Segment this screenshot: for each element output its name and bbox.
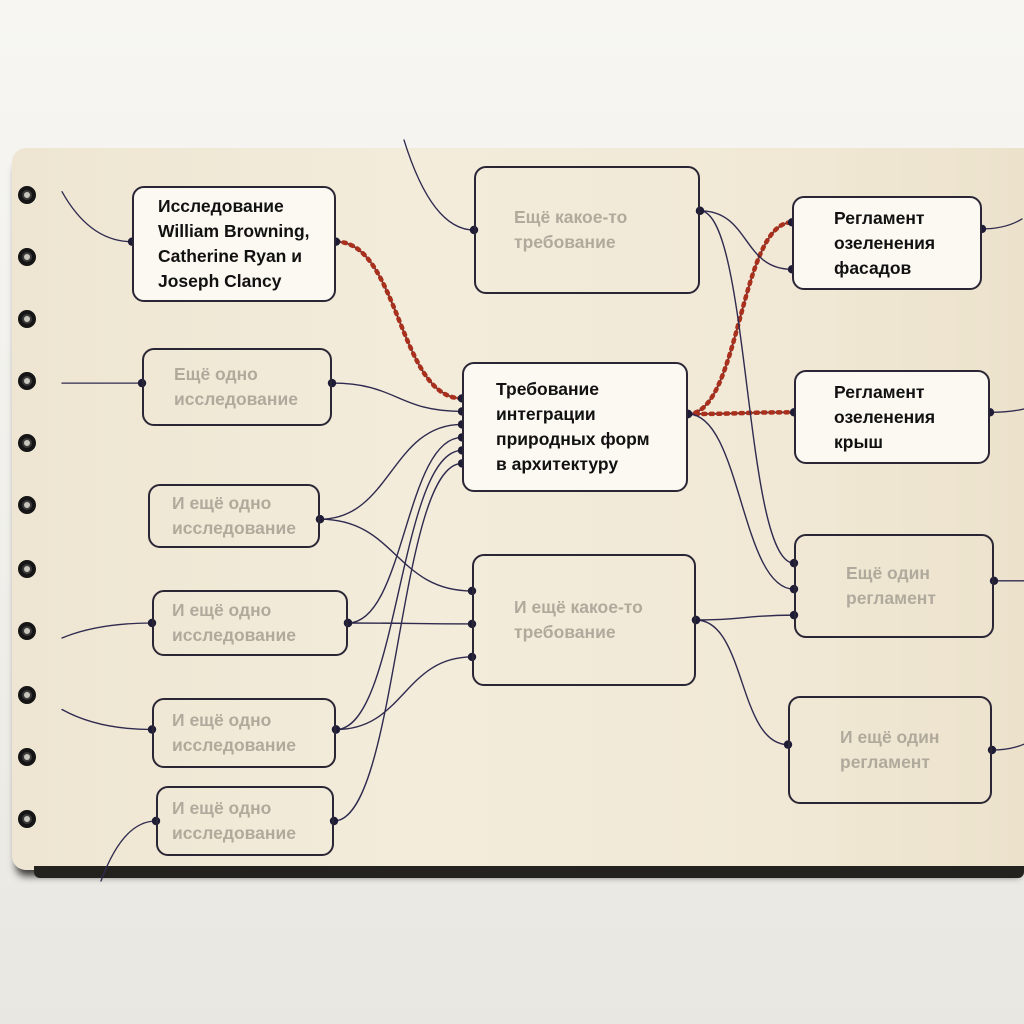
thread-edge bbox=[695, 614, 795, 621]
node-label: И ещё одно исследование bbox=[172, 600, 296, 645]
connector-dot bbox=[987, 745, 997, 755]
node-label: Требование интеграции природных форм в а… bbox=[496, 379, 650, 474]
node-requirement-other[interactable]: Ещё какое-то требование bbox=[474, 166, 700, 294]
thread-edge bbox=[100, 820, 157, 882]
connector-dot bbox=[989, 576, 999, 585]
node-label: И ещё одно исследование bbox=[172, 798, 296, 843]
connector-dot bbox=[331, 725, 341, 734]
node-label: И ещё одно исследование bbox=[172, 493, 296, 538]
node-regulation-other[interactable]: Ещё один регламент bbox=[794, 534, 994, 638]
node-label: И ещё какое-то требование bbox=[514, 597, 643, 642]
node-label: Регламент озеленения крыш bbox=[834, 381, 936, 452]
node-regulation-roofs[interactable]: Регламент озеленения крыш bbox=[794, 370, 990, 464]
connector-dot bbox=[467, 586, 477, 596]
connector-dot bbox=[343, 618, 353, 628]
thread-edge bbox=[989, 408, 1024, 413]
binding-ring bbox=[18, 686, 36, 704]
binding-ring bbox=[18, 810, 36, 828]
thread-edge bbox=[61, 708, 153, 731]
binding-ring bbox=[18, 372, 36, 390]
binding-ring bbox=[18, 748, 36, 766]
node-research-5[interactable]: И ещё одно исследование bbox=[152, 698, 336, 768]
thread-edge bbox=[991, 743, 1024, 751]
node-requirement-another[interactable]: И ещё какое-то требование bbox=[472, 554, 696, 686]
node-label: Регламент озеленения фасадов bbox=[834, 207, 936, 278]
thread-edge bbox=[319, 423, 463, 520]
highlighted-red-thread bbox=[685, 220, 795, 417]
connector-dot bbox=[327, 378, 337, 388]
thread-edge bbox=[61, 622, 153, 639]
binding-ring bbox=[18, 496, 36, 514]
connector-dot bbox=[467, 652, 477, 662]
thread-edge bbox=[333, 462, 463, 822]
thread-edge bbox=[61, 191, 133, 243]
node-regulation-another[interactable]: И ещё один регламент bbox=[788, 696, 992, 804]
thread-edge bbox=[347, 622, 473, 625]
connector-dot bbox=[467, 619, 477, 629]
highlighted-red-thread bbox=[685, 410, 797, 417]
binding-ring bbox=[18, 186, 36, 204]
thread-edge bbox=[695, 619, 789, 746]
binding-ring bbox=[18, 248, 36, 266]
node-requirement-natural-forms[interactable]: Требование интеграции природных форм в а… bbox=[462, 362, 688, 492]
thread-edge bbox=[403, 139, 475, 231]
binding-ring bbox=[18, 310, 36, 328]
connector-dot bbox=[695, 206, 705, 215]
node-regulation-facades[interactable]: Регламент озеленения фасадов bbox=[792, 196, 982, 290]
node-research-browning[interactable]: Исследование William Browning, Catherine… bbox=[132, 186, 336, 302]
node-research-2[interactable]: Ещё одно исследование bbox=[142, 348, 332, 426]
thread-edge bbox=[335, 449, 463, 731]
notebook-cover-edge bbox=[34, 866, 1024, 878]
node-research-3[interactable]: И ещё одно исследование bbox=[148, 484, 320, 548]
connector-dot bbox=[329, 816, 339, 826]
node-label: И ещё один регламент bbox=[840, 727, 940, 772]
highlighted-red-thread bbox=[333, 239, 465, 401]
node-research-6[interactable]: И ещё одно исследование bbox=[156, 786, 334, 856]
node-label: Ещё один регламент bbox=[846, 563, 936, 608]
node-label: И ещё одно исследование bbox=[172, 710, 296, 755]
thread-edge bbox=[687, 413, 795, 590]
node-research-4[interactable]: И ещё одно исследование bbox=[152, 590, 348, 656]
binding-ring bbox=[18, 622, 36, 640]
thread-edge bbox=[335, 656, 473, 731]
connector-dot bbox=[691, 615, 701, 625]
thread-edge bbox=[331, 382, 463, 413]
thread-edge bbox=[319, 518, 473, 592]
thread-edge bbox=[981, 218, 1023, 230]
thread-edge bbox=[699, 210, 795, 564]
thread-edge bbox=[699, 210, 793, 271]
node-label: Исследование William Browning, Catherine… bbox=[158, 196, 310, 291]
node-label: Ещё одно исследование bbox=[174, 364, 298, 409]
thread-edge bbox=[347, 436, 463, 624]
node-label: Ещё какое-то требование bbox=[514, 207, 628, 252]
connector-dot bbox=[469, 225, 479, 235]
binding-ring bbox=[18, 560, 36, 578]
binding-ring bbox=[18, 434, 36, 452]
connector-dot bbox=[315, 515, 325, 524]
